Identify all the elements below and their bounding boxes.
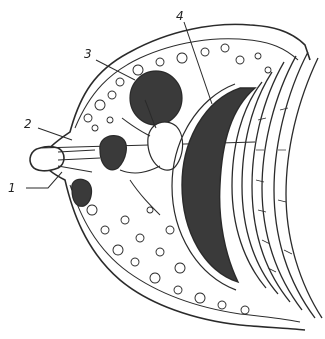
leader-4 (184, 22, 212, 104)
middle-gland-lobe (100, 136, 127, 170)
nipple (30, 147, 64, 171)
label-2: 2 (24, 117, 32, 131)
central-gland (148, 122, 183, 170)
upper-gland-lobe (130, 71, 182, 125)
label-1: 1 (8, 181, 16, 195)
label-4: 4 (176, 9, 184, 23)
leader-3 (96, 60, 135, 80)
label-3: 3 (84, 47, 92, 61)
lower-gland-lobe (72, 179, 92, 206)
